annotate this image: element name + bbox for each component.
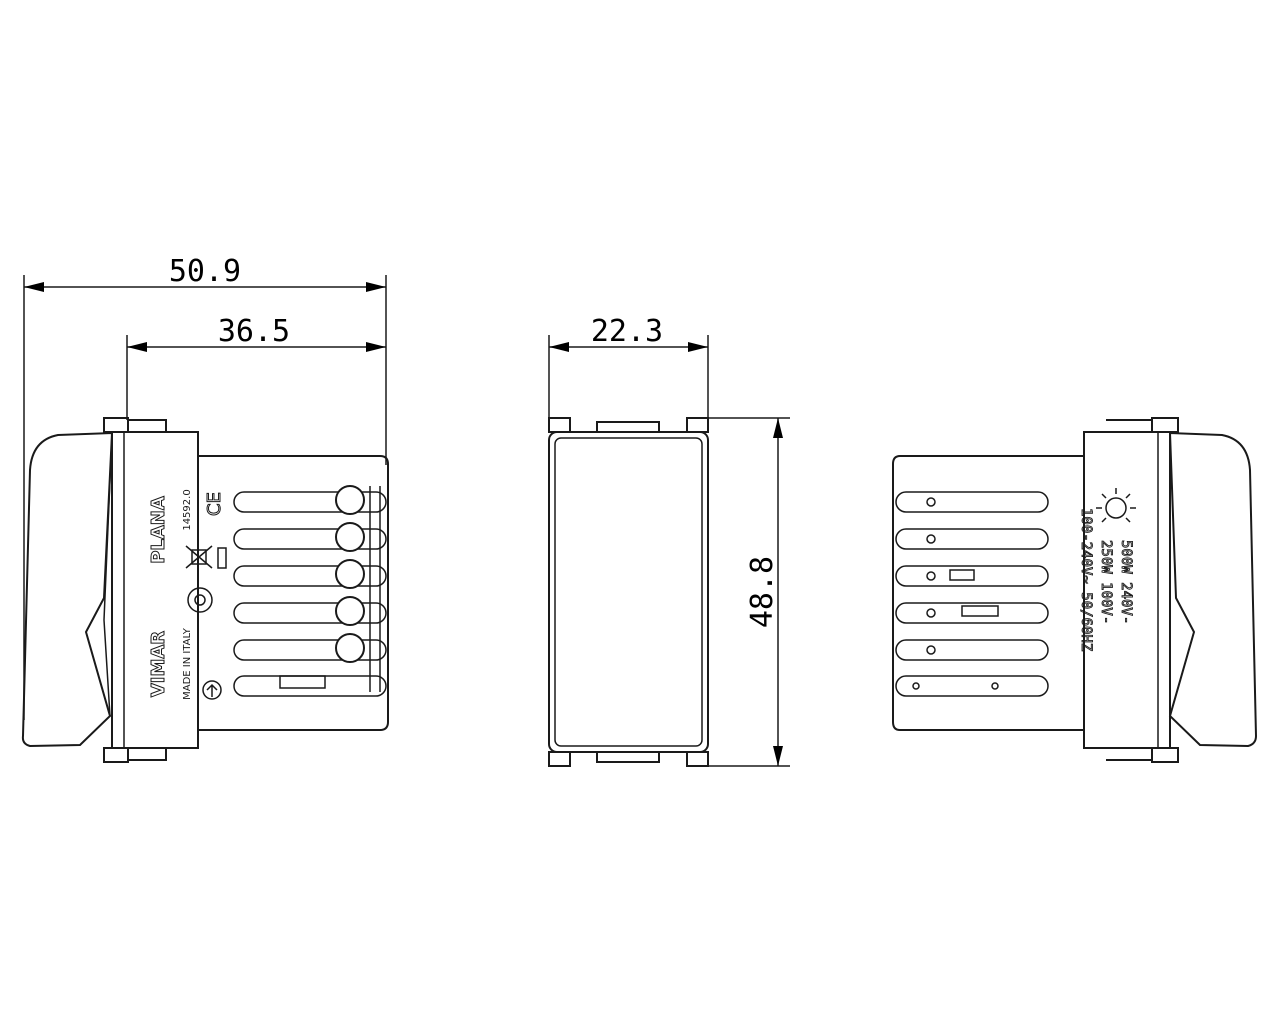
disposal-bin-icon: [185, 545, 213, 569]
left-side-view: PLANA VIMAR 14592.0 MADE IN ITALY CE: [21, 417, 389, 763]
product-code: 14592.0: [182, 489, 193, 530]
front-face: [548, 431, 709, 753]
right-side-view: 500W 240V- 250W 100V- 100-240V~ 50/60HZ: [892, 417, 1258, 763]
brand-vimar: VIMAR: [148, 631, 169, 697]
terminal-slots-right: [895, 491, 1049, 697]
imq-mark-icon: [187, 587, 213, 613]
brand-plana: PLANA: [148, 496, 169, 564]
spec-line-1: 500W 240V-: [1118, 540, 1134, 624]
dimension-front-width: 22.3: [548, 314, 709, 420]
dimension-label-height: 48.8: [745, 556, 780, 628]
dimension-overall-width: 50.9: [23, 254, 387, 720]
ce-mark: CE: [204, 492, 225, 516]
dimension-label-body-width: 36.5: [218, 314, 290, 349]
terminal-slots: [233, 485, 387, 697]
dimension-body-width: 36.5: [126, 314, 386, 420]
module-body: [197, 455, 389, 731]
front-view: [548, 417, 709, 767]
dimension-height: 48.8: [708, 417, 790, 767]
lamp-icon: [1096, 488, 1136, 523]
spec-line-3: 100-240V~ 50/60HZ: [1078, 508, 1094, 651]
made-in-italy: MADE IN ITALY: [182, 627, 193, 700]
marking-bar-icon: [217, 547, 227, 569]
dimension-label-overall-width: 50.9: [169, 254, 241, 289]
spec-line-2: 250W 100V-: [1098, 540, 1114, 624]
rocker-key-right: [1168, 431, 1258, 748]
module-body-right: [892, 455, 1085, 731]
rocker-key: [21, 431, 114, 748]
dimension-label-front-width: 22.3: [591, 314, 663, 349]
recycle-mark-icon: [202, 680, 222, 700]
